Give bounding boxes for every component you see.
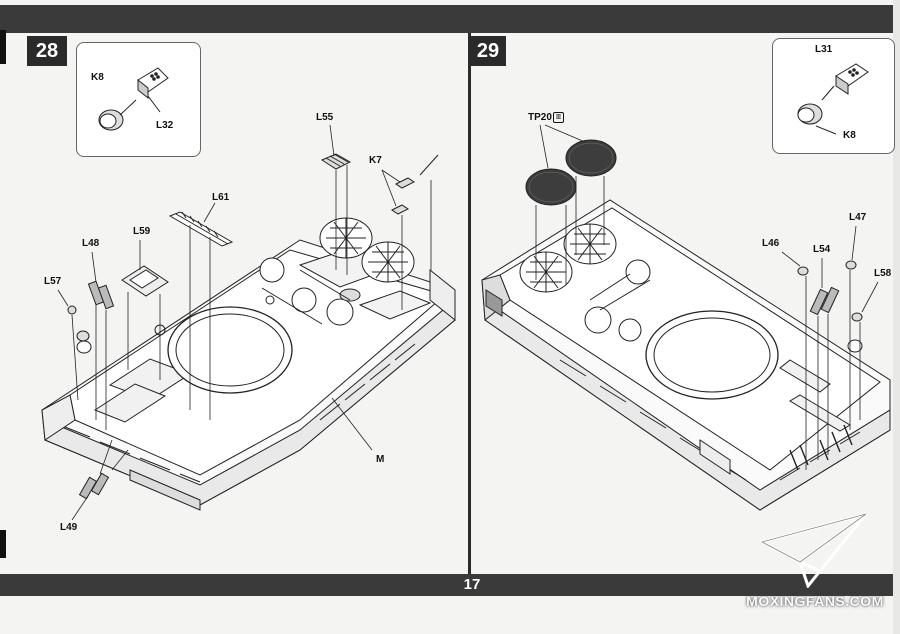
- page-number: 17: [463, 576, 481, 593]
- hull-step-29: [481, 199, 891, 511]
- edge-mark-bottom: [0, 530, 6, 558]
- label-k8: K8: [91, 72, 104, 83]
- label-l59: L59: [133, 226, 151, 237]
- watermark-text: MOXINGFANS.COM: [746, 593, 884, 609]
- label-l46: L46: [762, 238, 780, 249]
- label-l32: L32: [156, 120, 174, 131]
- hull-step-28: [41, 217, 456, 511]
- label-l47: L47: [849, 212, 867, 223]
- label-k7: K7: [369, 155, 382, 166]
- label-l58: L58: [874, 268, 892, 279]
- tp20-mesh-discs: [525, 139, 617, 285]
- label-l49: L49: [60, 522, 78, 533]
- label-l31: L31: [815, 44, 833, 55]
- step-divider: [468, 33, 471, 574]
- step-number-29: 29: [470, 36, 506, 66]
- label-l54: L54: [813, 244, 831, 255]
- bottom-bar: [0, 574, 893, 596]
- top-bar: [0, 5, 893, 33]
- paper-plane-logo-icon: [760, 512, 868, 588]
- inset-step-29: [772, 38, 895, 154]
- page-edge: [893, 0, 900, 634]
- label-l57: L57: [44, 276, 62, 287]
- leaders-29: [539, 124, 879, 313]
- inset-step-28: [76, 42, 201, 157]
- label-m: M: [376, 454, 385, 465]
- loose-parts-29: [789, 260, 863, 471]
- label-k8-29: K8: [843, 130, 856, 141]
- label-l61: L61: [212, 192, 230, 203]
- edge-mark-top: [0, 30, 6, 64]
- leaders-28: [57, 124, 401, 521]
- inset-29-parts: [797, 63, 869, 135]
- label-l48: L48: [82, 238, 100, 249]
- label-tp20: TP20▥: [528, 112, 564, 123]
- inset-28-parts: [98, 67, 169, 131]
- step-number-28: 28: [27, 36, 67, 66]
- photo-etch-icon: ▥: [552, 112, 564, 123]
- loose-parts-28: [67, 153, 439, 500]
- label-l55: L55: [316, 112, 334, 123]
